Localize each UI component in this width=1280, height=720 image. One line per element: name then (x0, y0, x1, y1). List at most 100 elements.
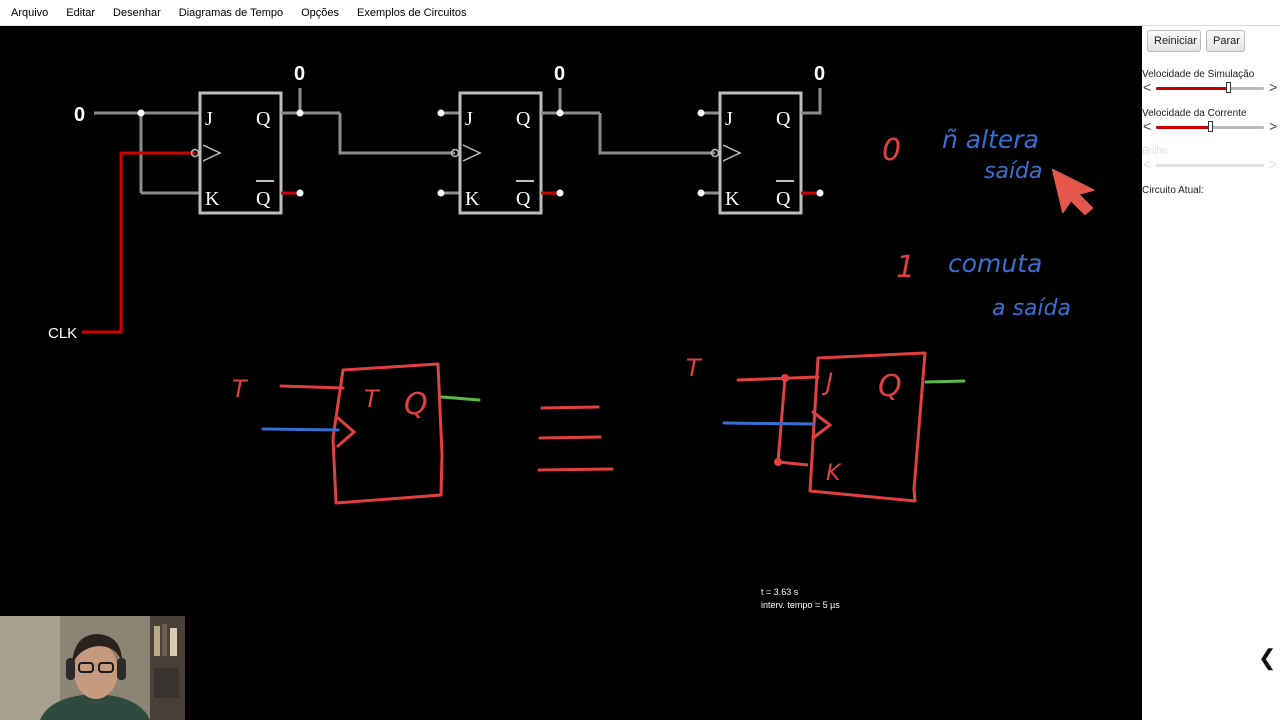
simulation-status: t = 3.63 s interv. tempo = 5 µs (761, 586, 840, 612)
jk-q-label: Q (878, 369, 902, 404)
ff1-q-label: Q (256, 108, 271, 130)
t-clock-triangle (336, 416, 357, 448)
webcam-headphones (66, 658, 75, 680)
clock-label[interactable]: CLK (48, 325, 77, 342)
webcam-glasses (98, 662, 114, 673)
note-one-line2: a saída (992, 296, 1071, 321)
stop-button[interactable]: Parar (1206, 30, 1245, 52)
ff1-qbar-terminal[interactable] (296, 189, 304, 197)
input-logic-value[interactable]: 0 (74, 104, 85, 126)
t-ff-q-label: Q (404, 387, 428, 422)
t-clock-wire (261, 427, 340, 432)
jk-t-wire (736, 375, 820, 382)
note-zero: 0 (882, 133, 901, 168)
note-zero-line1: ñ altera (942, 125, 1039, 154)
t-input-left-label: T (232, 375, 249, 403)
slider-track (1156, 164, 1264, 167)
jk-clock-triangle (811, 410, 833, 440)
sim-speed-label: Velocidade de Simulação (1142, 69, 1255, 80)
jk-k-label: K (826, 461, 842, 486)
junction (137, 109, 145, 117)
note-zero-line2: saída (984, 159, 1043, 184)
t-input-right-label: T (686, 354, 703, 382)
ff2-k-terminal[interactable] (437, 189, 445, 197)
menu-desenhar[interactable]: Desenhar (113, 6, 161, 19)
clock-wire (82, 151, 195, 334)
ff3-k-terminal[interactable] (697, 189, 705, 197)
webcam-headphones (117, 658, 126, 680)
clock-triangle (462, 144, 482, 162)
note-one-line1: comuta (948, 249, 1042, 278)
ff3-qbar-label: Q (776, 188, 791, 210)
chevron-right-icon[interactable]: > (1269, 79, 1278, 95)
brightness-label: Brilho (1142, 146, 1168, 157)
t-ff-t-label: T (364, 385, 381, 413)
flipflop-1[interactable] (198, 91, 283, 215)
clock-triangle (722, 144, 742, 162)
webcam-book (162, 624, 167, 656)
simulation-timestep: interv. tempo = 5 µs (761, 600, 840, 610)
ff3-probe-wire (801, 88, 822, 115)
ff2-output-probe: 0 (554, 63, 565, 85)
ff1-j-label: J (205, 108, 213, 130)
equivalence-line-1 (540, 405, 600, 410)
junction (296, 109, 304, 117)
ff2-j-label: J (465, 108, 473, 130)
jk-junction-top (781, 374, 789, 382)
ff2-qbar-terminal[interactable] (556, 189, 564, 197)
ff3-qbar-terminal[interactable] (816, 189, 824, 197)
circuit-canvas[interactable]: J K Q Q J K Q Q (0, 26, 1142, 720)
flipflop-3[interactable] (718, 91, 803, 215)
junction (556, 109, 564, 117)
note-one: 1 (896, 250, 915, 285)
circuit-drawing[interactable]: J K Q Q J K Q Q (0, 26, 1142, 720)
menu-opcoes[interactable]: Opções (301, 6, 340, 19)
ff1-k-label: K (205, 188, 220, 210)
current-speed-label: Velocidade da Corrente (1142, 108, 1247, 119)
clock-triangle (202, 144, 222, 162)
menu-editar[interactable]: Editar (66, 6, 96, 19)
ff2-to-ff3-clock-wire (598, 113, 715, 155)
control-panel: Reiniciar Parar Velocidade de Simulação … (1142, 26, 1280, 720)
reset-button[interactable]: Reiniciar (1147, 30, 1201, 52)
jk-tie-drawing (776, 377, 809, 467)
ff1-output-probe: 0 (294, 63, 305, 85)
ff2-k-label: K (465, 188, 480, 210)
slider-thumb[interactable] (1208, 121, 1213, 132)
webcam-wall (0, 616, 60, 720)
menu-exemplos-de-circuitos[interactable]: Exemplos de Circuitos (357, 6, 467, 19)
sim-speed-slider[interactable]: < > (1142, 79, 1278, 95)
menu-arquivo[interactable]: Arquivo (11, 6, 49, 19)
current-speed-slider[interactable]: < > (1142, 118, 1278, 134)
ff3-j-terminal[interactable] (697, 109, 705, 117)
webcam-shelf (154, 668, 179, 698)
clock-bubble (710, 148, 720, 158)
ff3-output-probe: 0 (814, 63, 825, 85)
chevron-left-icon[interactable]: < (1143, 79, 1152, 95)
ff2-j-terminal[interactable] (437, 109, 445, 117)
jk-flipflop-box (808, 351, 927, 503)
chevron-right-icon[interactable]: > (1269, 118, 1278, 134)
menu-bar: Arquivo Editar Desenhar Diagramas de Tem… (0, 0, 1280, 26)
jk-clock-wire (722, 421, 815, 426)
simulation-time: t = 3.63 s (761, 587, 799, 597)
webcam-person-shirt (40, 694, 150, 720)
flipflop-2[interactable] (458, 91, 543, 215)
ff1-to-ff2-clock-wire (338, 113, 455, 155)
current-circuit-label: Circuito Atual: (1142, 185, 1204, 196)
equivalence-line-2 (538, 435, 602, 440)
collapse-panel-icon[interactable]: ❮ (1258, 645, 1277, 670)
brightness-slider: < > (1142, 156, 1278, 172)
clock-bubble (450, 148, 460, 158)
clock-bubble (190, 148, 200, 158)
webcam-book (154, 626, 160, 656)
pointer-cursor-icon (1052, 169, 1094, 215)
slider-thumb[interactable] (1226, 82, 1232, 93)
ff2-q-label: Q (516, 108, 531, 130)
slider-fill (1156, 126, 1210, 129)
ff3-q-label: Q (776, 108, 791, 130)
chevron-left-icon[interactable]: < (1143, 118, 1152, 134)
ff3-j-label: J (725, 108, 733, 130)
menu-diagramas-de-tempo[interactable]: Diagramas de Tempo (178, 6, 284, 19)
t-flipflop-box (331, 362, 444, 505)
